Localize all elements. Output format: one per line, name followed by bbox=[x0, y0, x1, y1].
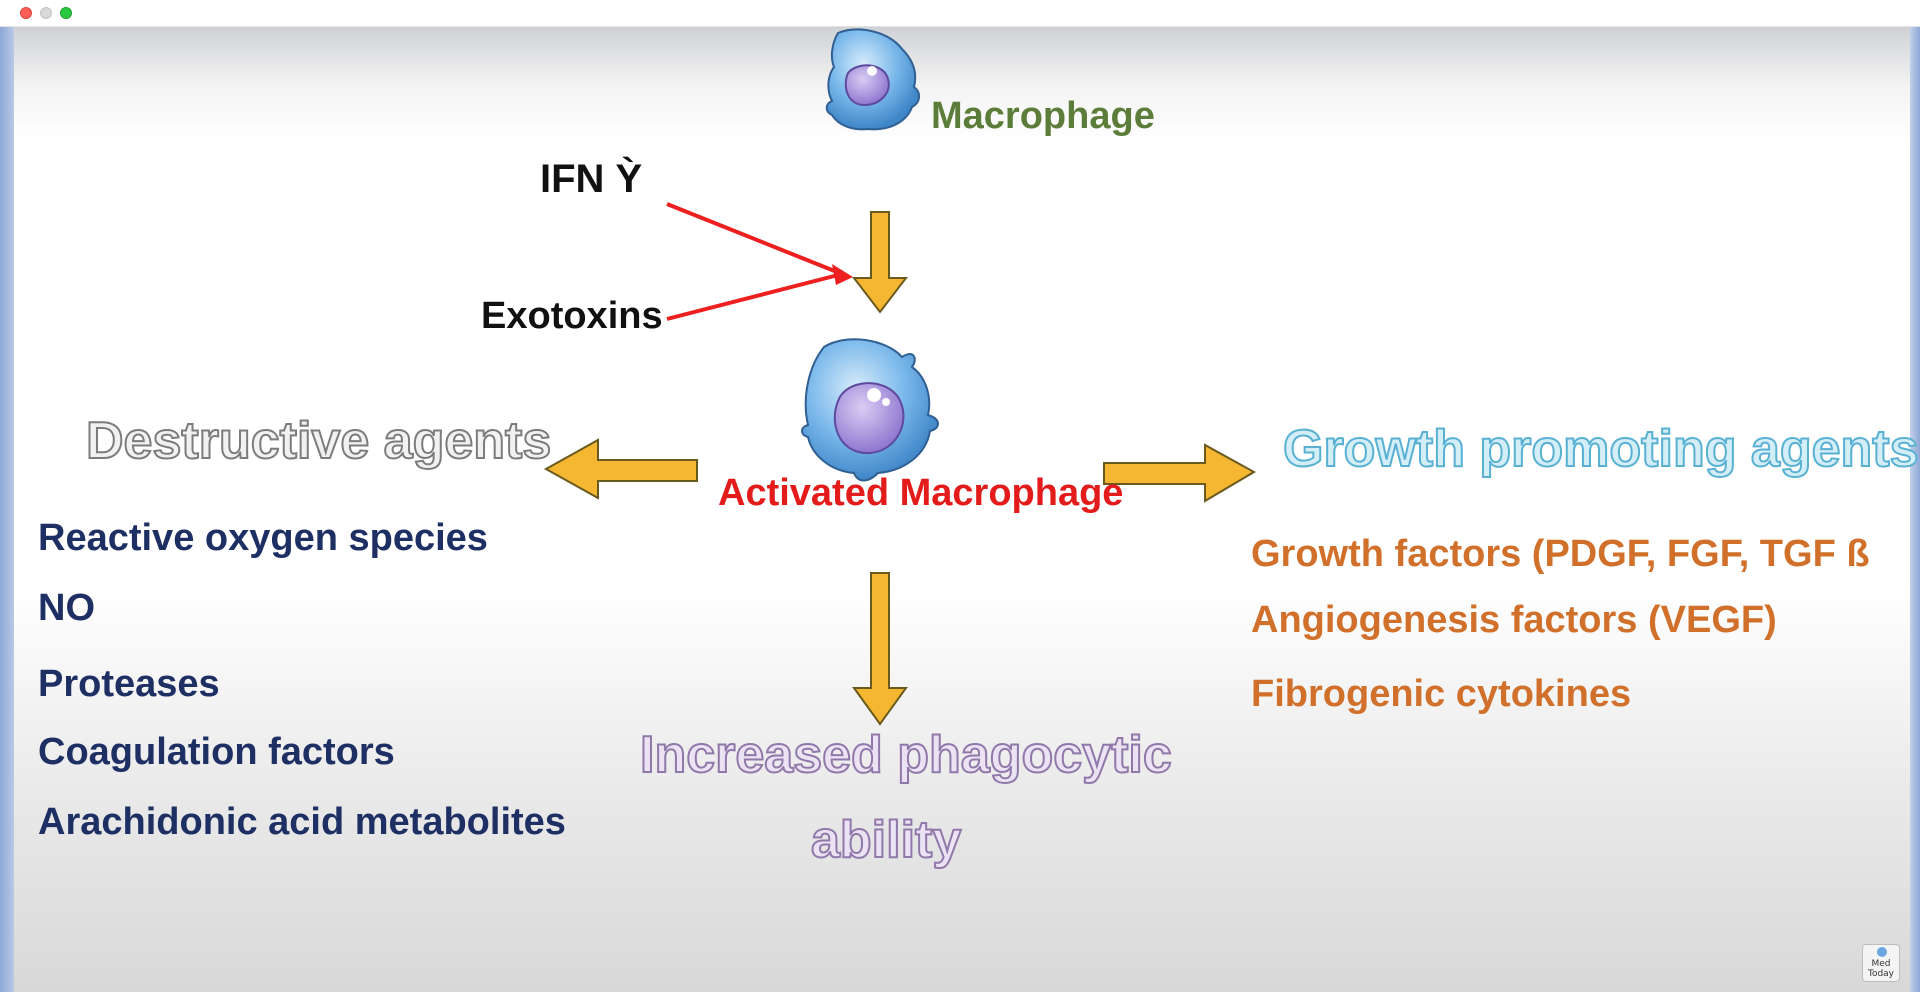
zoom-window-button[interactable] bbox=[60, 7, 72, 19]
slide-canvas: Macrophage IFN Ỳ Exotoxins Activated Mac… bbox=[0, 27, 1920, 992]
ifn-gamma-label: IFN Ỳ bbox=[540, 157, 643, 201]
right-arrow-icon bbox=[1103, 443, 1257, 503]
list-item: Reactive oxygen species bbox=[38, 517, 488, 559]
activated-macrophage-cell-icon bbox=[801, 338, 939, 482]
list-item: Growth factors (PDGF, FGF, TGF ß bbox=[1251, 533, 1870, 575]
list-item: Fibrogenic cytokines bbox=[1251, 673, 1632, 715]
list-item: Proteases bbox=[38, 663, 220, 705]
logo-line2: Today bbox=[1867, 969, 1895, 979]
window-titlebar bbox=[0, 0, 1920, 27]
minimize-window-button[interactable] bbox=[40, 7, 52, 19]
list-item: NO bbox=[38, 587, 95, 629]
diagram-graphics bbox=[543, 28, 1257, 726]
increased-phagocytic-heading: Increased phagocytic bbox=[639, 725, 1173, 785]
exotoxins-label: Exotoxins bbox=[481, 295, 663, 337]
list-item: Arachidonic acid metabolites bbox=[38, 801, 566, 843]
close-window-button[interactable] bbox=[20, 7, 32, 19]
exotoxins-input-arrow bbox=[666, 272, 843, 321]
slide-left-edge bbox=[0, 27, 14, 992]
logo-line1: Med bbox=[1871, 959, 1891, 969]
ifn-input-arrow bbox=[666, 202, 843, 276]
growth-promoting-agents-heading: Growth promoting agents bbox=[1282, 419, 1920, 479]
ability-heading: ability bbox=[810, 810, 962, 870]
input-arrowhead-icon bbox=[832, 264, 853, 285]
down-arrow-bottom-icon bbox=[852, 572, 908, 726]
channel-logo: Med Today bbox=[1862, 944, 1900, 982]
list-item: Coagulation factors bbox=[38, 731, 395, 773]
list-item: Angiogenesis factors (VEGF) bbox=[1251, 599, 1777, 641]
down-arrow-top-icon bbox=[851, 211, 909, 314]
logo-icon bbox=[1877, 947, 1887, 957]
macrophage-label: Macrophage bbox=[931, 95, 1155, 137]
destructive-agents-heading: Destructive agents bbox=[85, 411, 552, 471]
slide-right-edge bbox=[1910, 27, 1920, 992]
activated-macrophage-label: Activated Macrophage bbox=[718, 472, 1124, 514]
left-arrow-icon bbox=[543, 438, 698, 500]
macrophage-cell-icon bbox=[825, 28, 920, 131]
